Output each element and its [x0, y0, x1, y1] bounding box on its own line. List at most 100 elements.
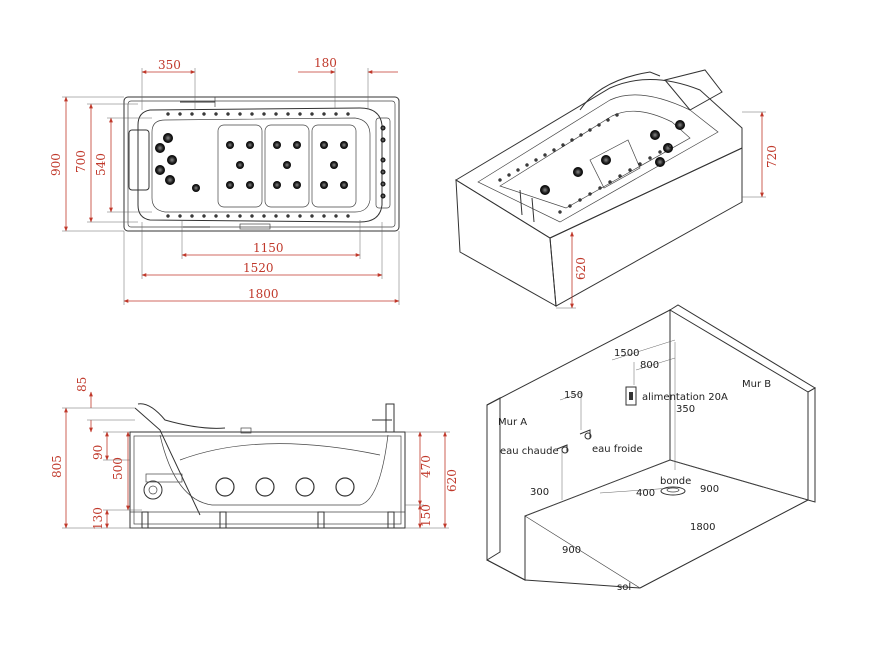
cold-water-label: eau froide: [592, 444, 643, 455]
jet-nozzle: [675, 120, 685, 130]
jet-nozzle: [293, 181, 301, 189]
side-view: 805 85 90 500 130 470 620 150: [50, 377, 459, 530]
jet-nozzle: [601, 155, 611, 165]
jet-nozzle: [380, 137, 386, 143]
side-jet: [255, 477, 275, 497]
dim-180-top: 180: [314, 56, 337, 70]
jet-nozzle: [380, 193, 386, 199]
jet-nozzle: [322, 112, 326, 116]
dim-620-iso: 620: [574, 257, 588, 280]
jet-nozzle: [283, 161, 291, 169]
jet-nozzle: [166, 112, 170, 116]
jet-nozzle: [606, 118, 610, 122]
dim-470-side: 470: [419, 455, 433, 478]
dim-900-room-left: 900: [562, 545, 581, 556]
iso-view: 720 620: [455, 69, 779, 309]
dim-805-side: 805: [50, 455, 64, 478]
jet-nozzle: [246, 141, 254, 149]
jet-nozzle: [340, 141, 348, 149]
jet-nozzle: [310, 112, 314, 116]
jet-nozzle: [320, 141, 328, 149]
jet-nozzle: [655, 157, 665, 167]
jet-nozzle: [286, 214, 290, 218]
jet-nozzle: [668, 144, 672, 148]
jet-nozzle: [650, 130, 660, 140]
jet-nozzle: [658, 150, 662, 154]
jet-nozzle: [286, 112, 290, 116]
dim-700-top: 700: [74, 150, 88, 173]
power-label: alimentation 20A: [642, 392, 728, 403]
jet-nozzle: [236, 161, 244, 169]
jet-nozzle: [226, 214, 230, 218]
jet-nozzle: [214, 112, 218, 116]
jet-nozzle: [663, 143, 673, 153]
jet-nozzle: [274, 112, 278, 116]
iso-view-jets: [498, 113, 685, 214]
dim-90-side: 90: [91, 445, 105, 460]
jet-nozzle: [608, 180, 612, 184]
jet-nozzle: [178, 214, 182, 218]
jet-nozzle: [628, 168, 632, 172]
jet-nozzle: [561, 143, 565, 147]
top-view: 350 180 900 700 540 1150 1520 1800: [49, 56, 400, 305]
dim-150-side: 150: [419, 504, 433, 527]
jet-nozzle: [380, 181, 386, 187]
jet-nozzle: [573, 167, 583, 177]
jet-nozzle: [166, 214, 170, 218]
jet-nozzle: [579, 133, 583, 137]
dim-130-side: 130: [91, 507, 105, 530]
jet-nozzle: [320, 181, 328, 189]
jet-nozzle: [214, 214, 218, 218]
dim-1500-room: 1500: [614, 348, 639, 359]
jet-nozzle: [202, 112, 206, 116]
dim-500-side: 500: [111, 457, 125, 480]
jet-nozzle: [202, 214, 206, 218]
dim-620-side: 620: [445, 469, 459, 492]
jet-nozzle: [558, 210, 562, 214]
jet-nozzle: [346, 214, 350, 218]
dim-900-top: 900: [49, 153, 63, 176]
jet-nozzle: [507, 173, 511, 177]
jet-nozzle: [340, 181, 348, 189]
room-view: Mur A Mur B eau chaude eau froide alimen…: [486, 304, 816, 593]
jet-nozzle: [380, 157, 386, 163]
dim-800-room: 800: [640, 360, 659, 371]
jet-nozzle: [598, 186, 602, 190]
jet-nozzle: [226, 141, 234, 149]
jet-nozzle: [310, 214, 314, 218]
jet-nozzle: [346, 112, 350, 116]
dim-540-top: 540: [94, 153, 108, 176]
dim-1150-top: 1150: [253, 241, 284, 255]
jet-nozzle: [163, 133, 173, 143]
jet-nozzle: [540, 185, 550, 195]
jet-nozzle: [165, 175, 175, 185]
side-jet: [335, 477, 355, 497]
jet-nozzle: [190, 112, 194, 116]
jet-nozzle: [534, 158, 538, 162]
jet-nozzle: [178, 112, 182, 116]
jet-nozzle: [578, 198, 582, 202]
jet-nozzle: [570, 138, 574, 142]
jet-nozzle: [298, 214, 302, 218]
side-jet: [215, 477, 235, 497]
dim-350-top: 350: [158, 58, 181, 72]
jet-nozzle: [226, 112, 230, 116]
dim-400-room: 400: [636, 488, 655, 499]
jet-nozzle: [238, 112, 242, 116]
jet-nozzle: [322, 214, 326, 218]
jet-nozzle: [226, 181, 234, 189]
jet-nozzle: [274, 214, 278, 218]
jet-nozzle: [552, 148, 556, 152]
jet-nozzle: [273, 181, 281, 189]
jet-nozzle: [155, 143, 165, 153]
jet-nozzle: [250, 214, 254, 218]
jet-nozzle: [615, 113, 619, 117]
jet-nozzle: [293, 141, 301, 149]
jet-nozzle: [167, 155, 177, 165]
jet-nozzle: [298, 112, 302, 116]
dim-85-side: 85: [75, 377, 89, 392]
dim-720-iso: 720: [765, 145, 779, 168]
hot-water-label: eau chaude: [500, 446, 559, 457]
jet-nozzle: [262, 112, 266, 116]
